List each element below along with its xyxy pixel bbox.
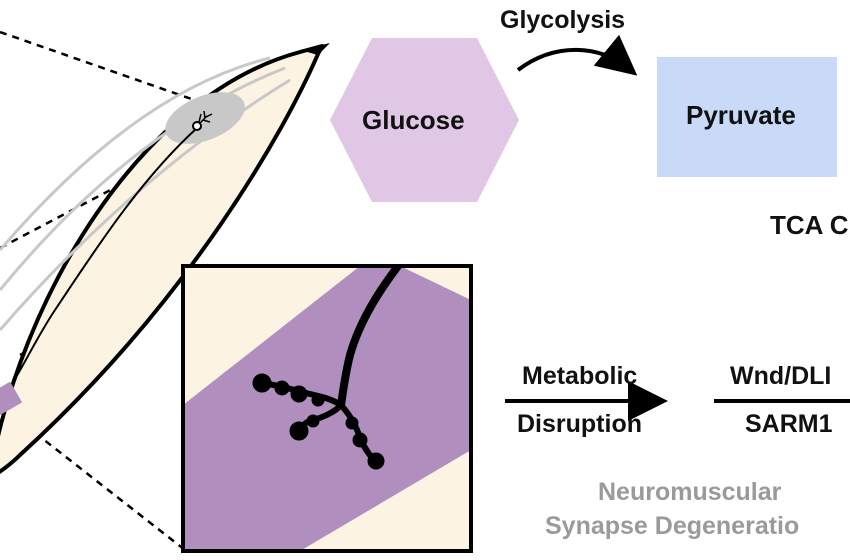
glucose-hexagon [330,38,519,202]
outcome-label-line1: Neuromuscular [598,478,782,506]
sarm1-label: SARM1 [745,410,833,438]
glucose-label: Glucose [362,105,465,135]
worm-internal-lines [0,56,291,331]
worm-muscle-patch [0,381,23,417]
glycolysis-label: Glycolysis [500,6,626,34]
inset-axon [337,266,402,409]
worm-body [0,44,324,474]
metabolic-label: Metabolic [522,362,638,390]
wnd-dlk-label: Wnd/DLI [730,362,832,390]
synapse-inset [183,266,471,551]
pyruvate-box [657,57,837,177]
tca-cycle-label: TCA C [770,210,849,240]
outcome-label-line2: Synapse Degeneratio [545,512,800,540]
inset-muscle-band [183,266,471,551]
neuron-soma [192,121,202,131]
disruption-label: Disruption [517,410,642,438]
inset-synaptic-boutons [252,373,385,470]
neuron-axon [4,127,198,396]
glycolysis-arrow [516,34,638,76]
pyruvate-label: Pyruvate [686,100,796,130]
neuron-dendrites [198,110,213,124]
worm-head-tip [300,43,330,55]
inset-frame [181,264,473,553]
